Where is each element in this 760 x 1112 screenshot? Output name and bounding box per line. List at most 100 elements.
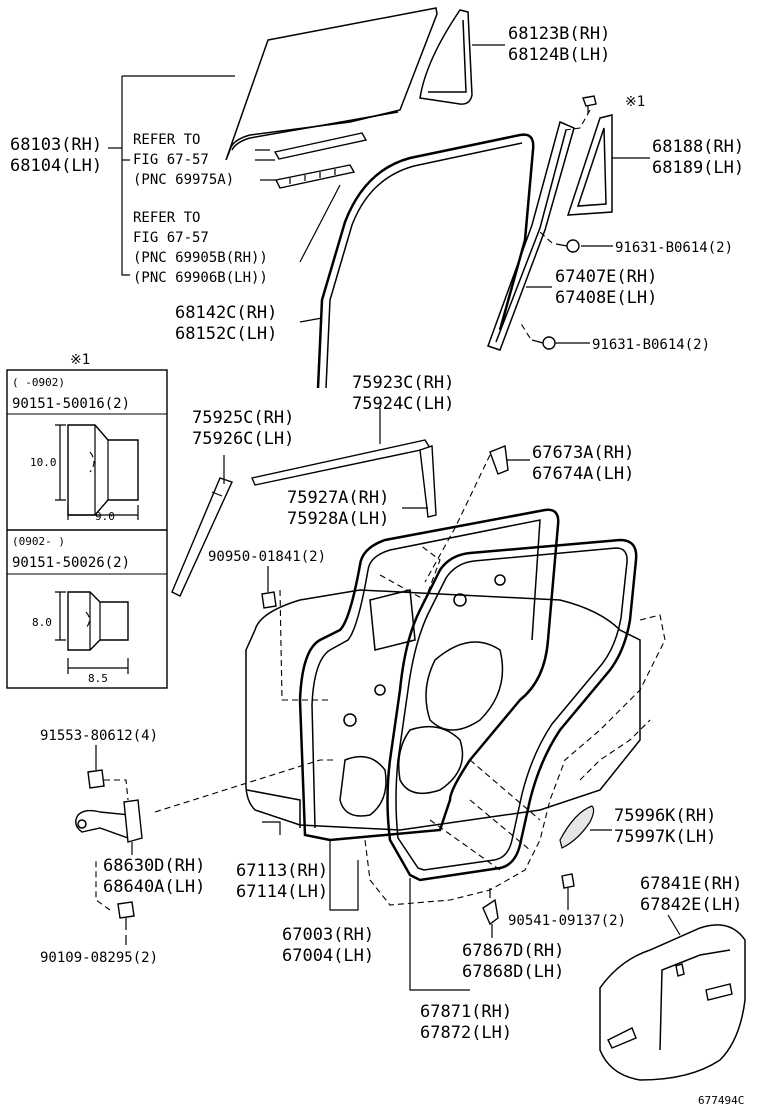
label-belt-inner: 75927A(RH) 75928A(LH) <box>287 488 389 529</box>
refer2-line3: (PNC 69905B(RH)) <box>133 250 268 266</box>
inset-dim-h-2: 8.0 <box>32 616 52 629</box>
inset-date-1: ( -0902) <box>12 376 65 389</box>
label-67841E: 67841E(RH) <box>640 874 742 894</box>
label-run-channel: 68142C(RH) 68152C(LH) <box>175 303 277 344</box>
label-check-assy: 68630D(RH) 68640A(LH) <box>103 856 205 897</box>
fixed-quarter-glass <box>419 9 473 105</box>
label-garnish-front: 75925C(RH) 75926C(LH) <box>192 408 294 449</box>
inset-part-1: 90151-50016(2) <box>12 396 130 412</box>
door-outer-panel <box>245 589 641 831</box>
bolt-check-lower <box>95 860 135 930</box>
label-clip-hinge: 67673A(RH) 67674A(LH) <box>532 443 634 484</box>
bolt-check-upper <box>87 755 129 801</box>
refer2-line2: FIG 67-57 <box>133 230 209 246</box>
label-67868D: 67868D(LH) <box>462 962 564 982</box>
bolt-lower <box>519 321 556 350</box>
label-75925C: 75925C(RH) <box>192 408 294 428</box>
label-68104: 68104(LH) <box>10 156 102 176</box>
label-67872: 67872(LH) <box>420 1023 512 1043</box>
label-75924C: 75924C(LH) <box>352 394 454 414</box>
label-service-hole: 67841E(RH) 67842E(LH) <box>640 874 742 915</box>
label-cushion: 90950-01841(2) <box>208 549 326 565</box>
label-weatherstrip: 67871(RH) 67872(LH) <box>420 1002 512 1043</box>
label-75997K: 75997K(LH) <box>614 827 716 847</box>
window-run-channel <box>316 133 535 389</box>
label-67673A: 67673A(RH) <box>532 443 634 463</box>
label-75927A: 75927A(RH) <box>287 488 389 508</box>
inset-dim-h-1: 10.0 <box>30 456 57 469</box>
label-68123B: 68123B(RH) <box>508 24 610 44</box>
label-screw-trim: 90541-09137(2) <box>508 913 626 929</box>
clip-hinge <box>424 445 509 583</box>
label-67674A: 67674A(LH) <box>532 464 634 484</box>
clip-drawing-2 <box>55 591 129 674</box>
glass-channel-strip-1 <box>273 132 368 160</box>
label-bolt-check2: 90109-08295(2) <box>40 950 158 966</box>
screw-trim <box>561 873 575 889</box>
belt-moulding-inner <box>419 445 437 518</box>
label-channel: 67407E(RH) 67408E(LH) <box>555 267 657 308</box>
door-weatherstrip <box>386 538 638 882</box>
inset-detail: ※1 ( -0902) 90151-50016(2) 10.0 9.0 (090… <box>6 352 168 689</box>
refer1-line2: FIG 67-57 <box>133 152 209 168</box>
inset-mark: ※1 <box>70 352 90 368</box>
label-67114: 67114(LH) <box>236 882 328 902</box>
label-protector: 75996K(RH) 75997K(LH) <box>614 806 716 847</box>
service-hole-cover <box>599 924 746 1081</box>
inset-dim-w-1: 9.0 <box>95 510 115 523</box>
bolt-mark-1 <box>564 95 597 131</box>
label-glass-fixed: 68123B(RH) 68124B(LH) <box>508 24 610 65</box>
inset-part-2: 90151-50026(2) <box>12 555 130 571</box>
label-belt-outer: 75923C(RH) 75924C(LH) <box>352 373 454 414</box>
weatherstrip-clip <box>482 888 499 926</box>
label-67003: 67003(RH) <box>282 925 374 945</box>
protector-pad <box>559 805 595 849</box>
label-67842E: 67842E(LH) <box>640 895 742 915</box>
label-68142C: 68142C(RH) <box>175 303 277 323</box>
label-67113: 67113(RH) <box>236 861 328 881</box>
label-door-panel: 67113(RH) 67114(LH) <box>236 861 328 902</box>
label-refer1: REFER TO FIG 67-57 (PNC 69975A) <box>133 132 234 188</box>
clip-drawing-1 <box>55 424 139 520</box>
label-67867D: 67867D(RH) <box>462 941 564 961</box>
front-garnish <box>171 477 233 597</box>
label-68189: 68189(LH) <box>652 158 744 178</box>
label-67408E: 67408E(LH) <box>555 288 657 308</box>
label-68124B: 68124B(LH) <box>508 45 610 65</box>
body-opening-outline <box>154 544 666 906</box>
label-68630D: 68630D(RH) <box>103 856 205 876</box>
label-67871: 67871(RH) <box>420 1002 512 1022</box>
inset-date-2: (0902- ) <box>12 535 65 548</box>
door-check <box>75 799 143 843</box>
leader-lines <box>95 44 681 991</box>
cushion <box>261 585 277 609</box>
main-door-glass <box>225 7 438 161</box>
label-68188: 68188(RH) <box>652 137 744 157</box>
quarter-window-seal <box>566 114 613 216</box>
label-75996K: 75996K(RH) <box>614 806 716 826</box>
refer2-line1: REFER TO <box>133 210 200 226</box>
door-inner-frame <box>298 508 560 842</box>
figure-number: 677494C <box>698 1094 744 1107</box>
label-68640A: 68640A(LH) <box>103 877 205 897</box>
label-quarter-seal: 68188(RH) 68189(LH) <box>652 137 744 178</box>
label-weatherstrip-clip: 67867D(RH) 67868D(LH) <box>462 941 564 982</box>
note-mark: ※1 <box>625 94 645 110</box>
glass-channel-strip-2 <box>274 164 356 189</box>
label-68103: 68103(RH) <box>10 135 102 155</box>
refer2-line4: (PNC 69906B(LH)) <box>133 270 268 286</box>
label-bolt-check: 91553-80612(4) <box>40 728 158 744</box>
label-67004: 67004(LH) <box>282 946 374 966</box>
label-75926C: 75926C(LH) <box>192 429 294 449</box>
label-68152C: 68152C(LH) <box>175 324 277 344</box>
label-refer2: REFER TO FIG 67-57 (PNC 69905B(RH)) (PNC… <box>133 210 268 286</box>
label-bolt-upper: 91631-B0614(2) <box>615 240 733 256</box>
label-bolt-lower: 91631-B0614(2) <box>592 337 710 353</box>
refer1-line3: (PNC 69975A) <box>133 172 234 188</box>
label-67407E: 67407E(RH) <box>555 267 657 287</box>
label-75923C: 75923C(RH) <box>352 373 454 393</box>
inset-dim-w-2: 8.5 <box>88 672 108 685</box>
refer1-line1: REFER TO <box>133 132 200 148</box>
label-75928A: 75928A(LH) <box>287 509 389 529</box>
